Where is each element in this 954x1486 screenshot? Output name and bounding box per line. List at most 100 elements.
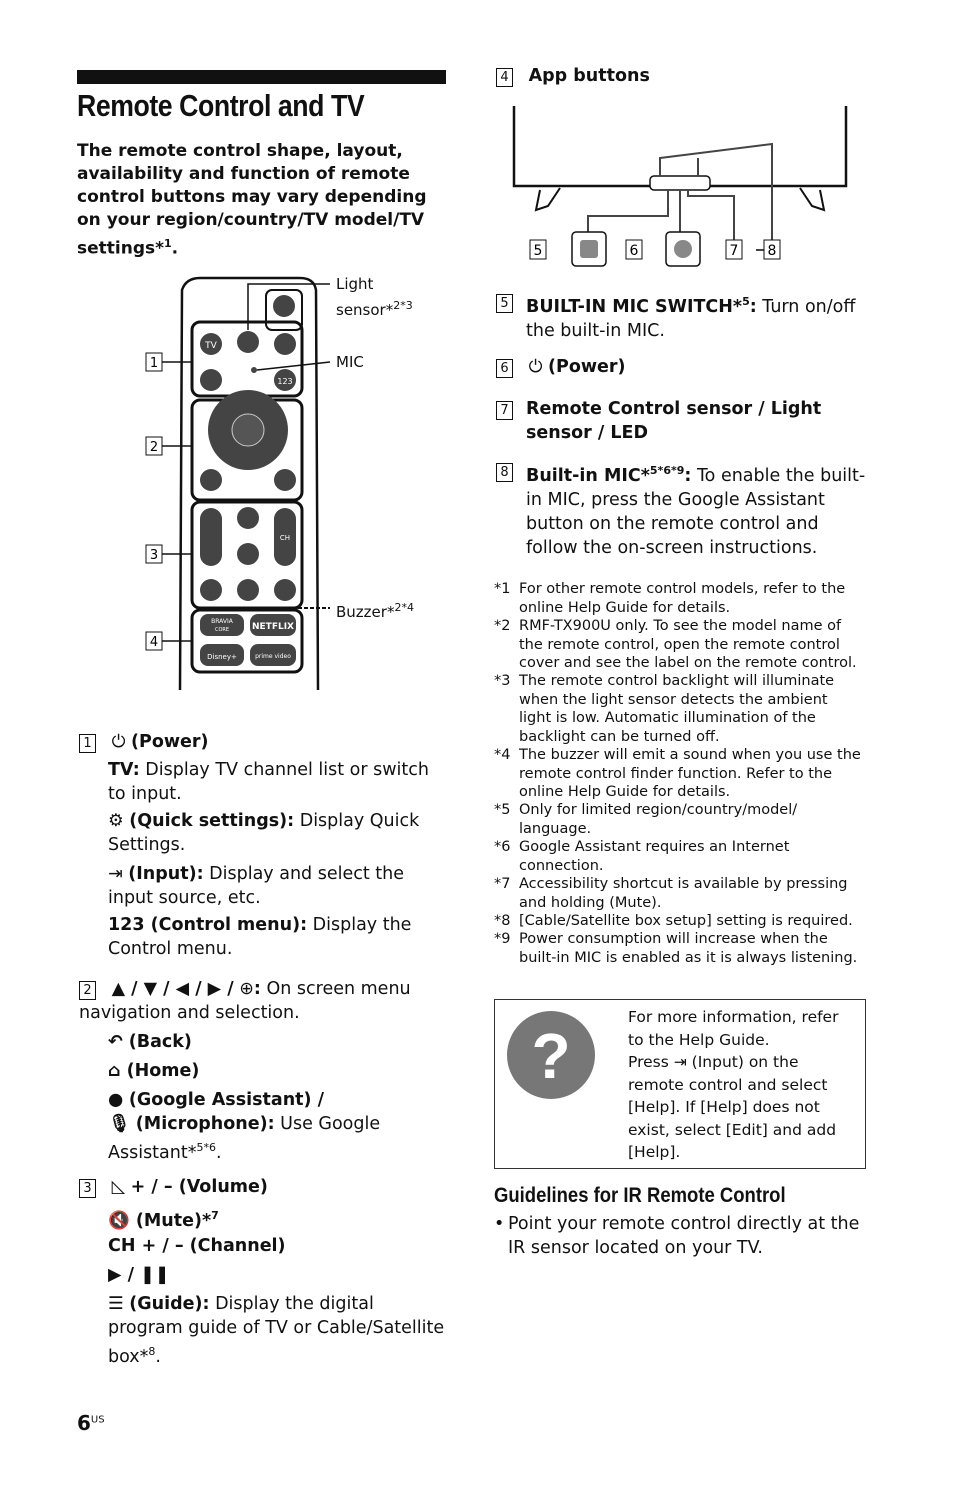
control-menu-button[interactable] [274, 369, 296, 391]
section-5: 5 BUILT-IN MIC SWITCH*5: Turn on/off the… [496, 290, 866, 341]
mic-switch-colon: : [749, 296, 757, 317]
bravia-label: BRAVIA [211, 618, 234, 625]
mic-end: . [215, 1142, 222, 1163]
netflix-button[interactable] [250, 614, 296, 636]
section-8-number: 8 [496, 463, 513, 482]
volume-rocker[interactable] [200, 508, 222, 566]
power-button[interactable] [273, 295, 295, 317]
section-7-label: Remote Control sensor / Light sensor / L… [526, 399, 822, 443]
mic-bold: (Microphone): [135, 1114, 275, 1134]
home-label: (Home) [126, 1061, 200, 1081]
num123-label: 123 [277, 377, 292, 386]
footnote-key-5: *5 [494, 802, 511, 818]
dpad-center[interactable] [231, 413, 265, 447]
qs-bold: (Quick settings): [129, 811, 295, 831]
section-1-number: 1 [79, 734, 96, 753]
footnote-key-4: *4 [494, 747, 511, 763]
section-3-number: 3 [79, 1179, 96, 1198]
remote-body [178, 276, 320, 691]
input-icon-2: ⇥ [673, 1053, 687, 1071]
prime-video-button[interactable] [250, 644, 296, 666]
page-title: Remote Control and TV [77, 88, 365, 123]
guidelines-title: Guidelines for IR Remote Control [494, 1184, 786, 1207]
guide-button[interactable] [274, 579, 296, 601]
section-7-number: 7 [496, 401, 513, 420]
power-icon-2: ⏻ [528, 357, 543, 377]
ga-label: (Google Assistant) / [128, 1090, 325, 1110]
home-icon: ⌂ [108, 1061, 121, 1081]
footnote-text-9: Power consumption will increase when the… [519, 931, 858, 966]
back-icon: ↶ [108, 1032, 123, 1052]
input-text: Display and select the input source, etc… [108, 864, 404, 908]
qs-text: Display Quick Settings. [108, 811, 420, 855]
intro-text: The remote control shape, layout, availa… [77, 140, 447, 261]
tv-description: TV: Display TV channel list or switch to… [108, 758, 448, 806]
arrows-text: On screen menu navigation and selection. [79, 979, 411, 1023]
back-label: (Back) [128, 1032, 192, 1052]
builtin-mic-text: To enable the built-in MIC, press the Go… [526, 465, 866, 558]
mute-sup: 7 [211, 1209, 219, 1222]
mic-switch-text: Turn on/off the built-in MIC. [526, 296, 856, 341]
footnote-text-2: RMF-TX900U only. To see the model name o… [519, 618, 857, 671]
light-sensor [237, 331, 259, 353]
section-6: 6 ⏻ (Power) [496, 355, 626, 379]
cm-text: Display the Control menu. [108, 915, 412, 959]
home-button[interactable] [274, 469, 296, 491]
core-label: CORE [215, 627, 229, 633]
section-1-power: (Power) [131, 732, 209, 752]
builtin-mic-sup: 5*6*9 [649, 464, 685, 477]
disney-button[interactable] [200, 644, 244, 666]
section-2-number: 2 [79, 981, 96, 1000]
arrows-label: ▲ / ▼ / ◀ / ▶ / [111, 979, 234, 999]
assistant-description: ● (Google Assistant) / 🎙 (Microphone): U… [108, 1088, 448, 1165]
mute-button[interactable] [237, 543, 259, 565]
tv-sensor-unit [649, 175, 711, 191]
dpad-icon: ⊕ [239, 979, 254, 999]
footnote-text-3: The remote control backlight will illumi… [519, 673, 835, 745]
back-description: ↶ (Back) [108, 1030, 448, 1054]
play-icon: ▶ [108, 1265, 122, 1285]
guide-icon: ☰ [108, 1294, 124, 1314]
callout-3: 3 [150, 548, 158, 563]
footnote-key-1: *1 [494, 581, 511, 597]
intro-sup: 1 [164, 237, 172, 250]
guidelines-bullet: • Point your remote control directly at … [494, 1212, 864, 1260]
input-button[interactable] [200, 369, 222, 391]
volume-icon: ◺ [111, 1177, 126, 1197]
back-button[interactable] [200, 469, 222, 491]
play-pause-slash: / [127, 1265, 134, 1285]
quick-settings-button[interactable] [274, 333, 296, 355]
channel-description: CH + / – (Channel) [108, 1236, 286, 1256]
bravia-core-button[interactable] [200, 614, 244, 636]
mic-label: MIC [336, 353, 364, 371]
light-sensor-line1: Light [336, 275, 374, 293]
footnote-key-6: *6 [494, 839, 511, 855]
section-3-header: 3 ◺ + / – (Volume) [79, 1175, 268, 1199]
buzzer-label: Buzzer*2*4 [336, 597, 414, 623]
channel-rocker[interactable] [274, 508, 296, 566]
page-number-value: 6 [77, 1411, 91, 1435]
light-sensor-sup: 2*3 [393, 299, 413, 312]
builtin-mic-colon: : [684, 465, 692, 486]
tv-callout-7: 7 [730, 243, 739, 259]
section-7: 7 Remote Control sensor / Light sensor /… [496, 397, 866, 443]
play-pause-description: ▶ / ❚❚ [108, 1263, 448, 1287]
control-menu-description: 123 (Control menu): Display the Control … [108, 913, 448, 961]
gear-icon: ⚙ [108, 811, 124, 831]
title-rule [77, 70, 446, 84]
pause-button[interactable] [237, 579, 259, 601]
tv-button[interactable] [200, 333, 222, 355]
tv-text: Display TV channel list or switch to inp… [108, 760, 429, 804]
svg-text:?: ? [531, 1020, 570, 1092]
tv-illustration: 5 6 7 8 [512, 106, 848, 267]
buzzer-sup: 2*4 [394, 601, 414, 614]
tv-stand-left [534, 187, 561, 212]
disney-label: Disney+ [207, 653, 237, 661]
guide-bold: (Guide): [129, 1294, 210, 1314]
footnote-key-8: *8 [494, 913, 511, 929]
google-assistant-button[interactable] [237, 507, 259, 529]
microphone-icon: 🎙 [108, 1114, 131, 1134]
tv-bold: TV: [108, 760, 140, 780]
play-button[interactable] [200, 579, 222, 601]
google-assistant-icon: ● [108, 1090, 124, 1110]
